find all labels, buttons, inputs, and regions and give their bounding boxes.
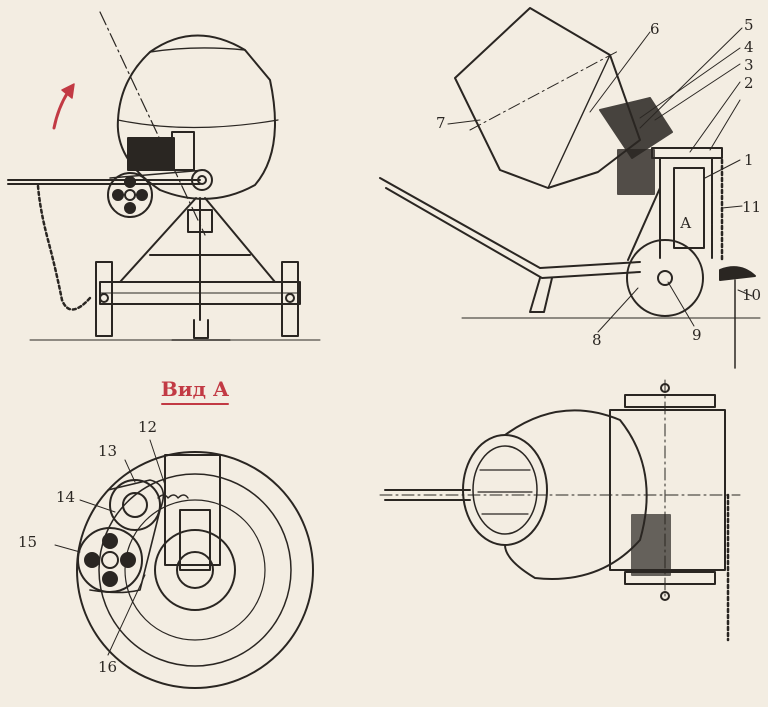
view-a bbox=[54, 439, 314, 689]
callout-10: 10 bbox=[742, 286, 761, 304]
callout-9: 9 bbox=[692, 326, 702, 344]
side-view bbox=[379, 7, 761, 369]
callout-7: 7 bbox=[436, 114, 446, 132]
callout-6: 6 bbox=[650, 20, 660, 38]
callout-3: 3 bbox=[744, 56, 754, 74]
callout-11: 11 bbox=[742, 198, 761, 216]
callout-5: 5 bbox=[744, 16, 754, 34]
callout-1: 1 bbox=[744, 151, 754, 169]
callout-16: 16 bbox=[98, 658, 117, 676]
callout-15: 15 bbox=[18, 533, 37, 551]
callout-A: А bbox=[680, 214, 692, 232]
view-caption: Вид А bbox=[161, 377, 230, 401]
callout-2: 2 bbox=[744, 74, 754, 92]
callout-12: 12 bbox=[138, 418, 157, 436]
callout-14: 14 bbox=[56, 488, 75, 506]
callout-8: 8 bbox=[592, 331, 602, 349]
rotation-arrow-icon bbox=[52, 90, 70, 130]
front-view bbox=[7, 11, 321, 341]
callout-4: 4 bbox=[744, 38, 754, 56]
top-view bbox=[379, 379, 741, 642]
callout-13: 13 bbox=[98, 442, 117, 460]
